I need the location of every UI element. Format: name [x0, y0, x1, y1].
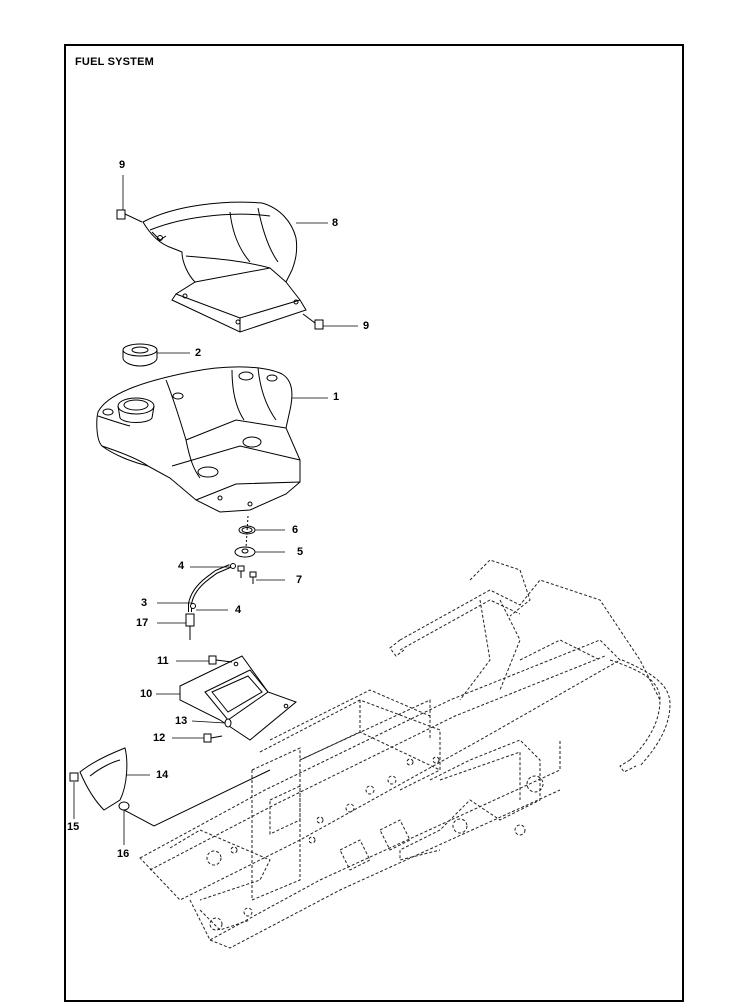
bolt-12 — [203, 733, 223, 743]
part-5-outlet-fitting — [234, 515, 256, 558]
callout-4-lower: 4 — [235, 604, 242, 616]
callout-15: 15 — [67, 821, 80, 833]
part-17-fuel-filter — [185, 613, 195, 640]
callout-16: 16 — [117, 848, 130, 860]
diagram-title: FUEL SYSTEM — [75, 56, 155, 68]
part-1-fuel-tank — [96, 366, 301, 513]
diagram-frame — [64, 44, 684, 1002]
callout-7: 7 — [296, 574, 303, 586]
callout-3: 3 — [141, 597, 148, 609]
callout-leaders — [73, 175, 358, 845]
callout-1: 1 — [333, 391, 340, 403]
part-3-fuel-hose — [188, 564, 231, 612]
part-8-tank-cover — [142, 201, 307, 333]
callout-12: 12 — [153, 732, 166, 744]
part-4-hose-clamp — [190, 563, 236, 609]
chassis-frame-phantom — [139, 559, 671, 949]
callout-13: 13 — [175, 715, 188, 727]
part-14-cover — [79, 747, 128, 811]
callout-8: 8 — [332, 217, 339, 229]
bolt-11 — [208, 655, 233, 665]
callout-5: 5 — [297, 546, 304, 558]
part-16-nut — [118, 769, 271, 827]
callout-10: 10 — [140, 688, 153, 700]
callout-14: 14 — [156, 769, 169, 781]
callout-2: 2 — [195, 347, 202, 359]
part-7-screw — [237, 565, 257, 584]
part-2-fuel-cap — [122, 343, 158, 367]
callout-9-lower: 9 — [363, 320, 370, 332]
callout-4-upper: 4 — [178, 560, 185, 572]
callout-17: 17 — [136, 617, 149, 629]
part-10-bracket — [179, 655, 297, 741]
bolt-15 — [69, 772, 79, 782]
callout-11: 11 — [157, 655, 169, 667]
part-13-washer — [224, 718, 232, 728]
bolt-9-lower — [302, 313, 324, 330]
callout-6: 6 — [292, 524, 299, 536]
bolt-9-upper — [116, 209, 143, 223]
callout-9-upper: 9 — [119, 159, 126, 171]
